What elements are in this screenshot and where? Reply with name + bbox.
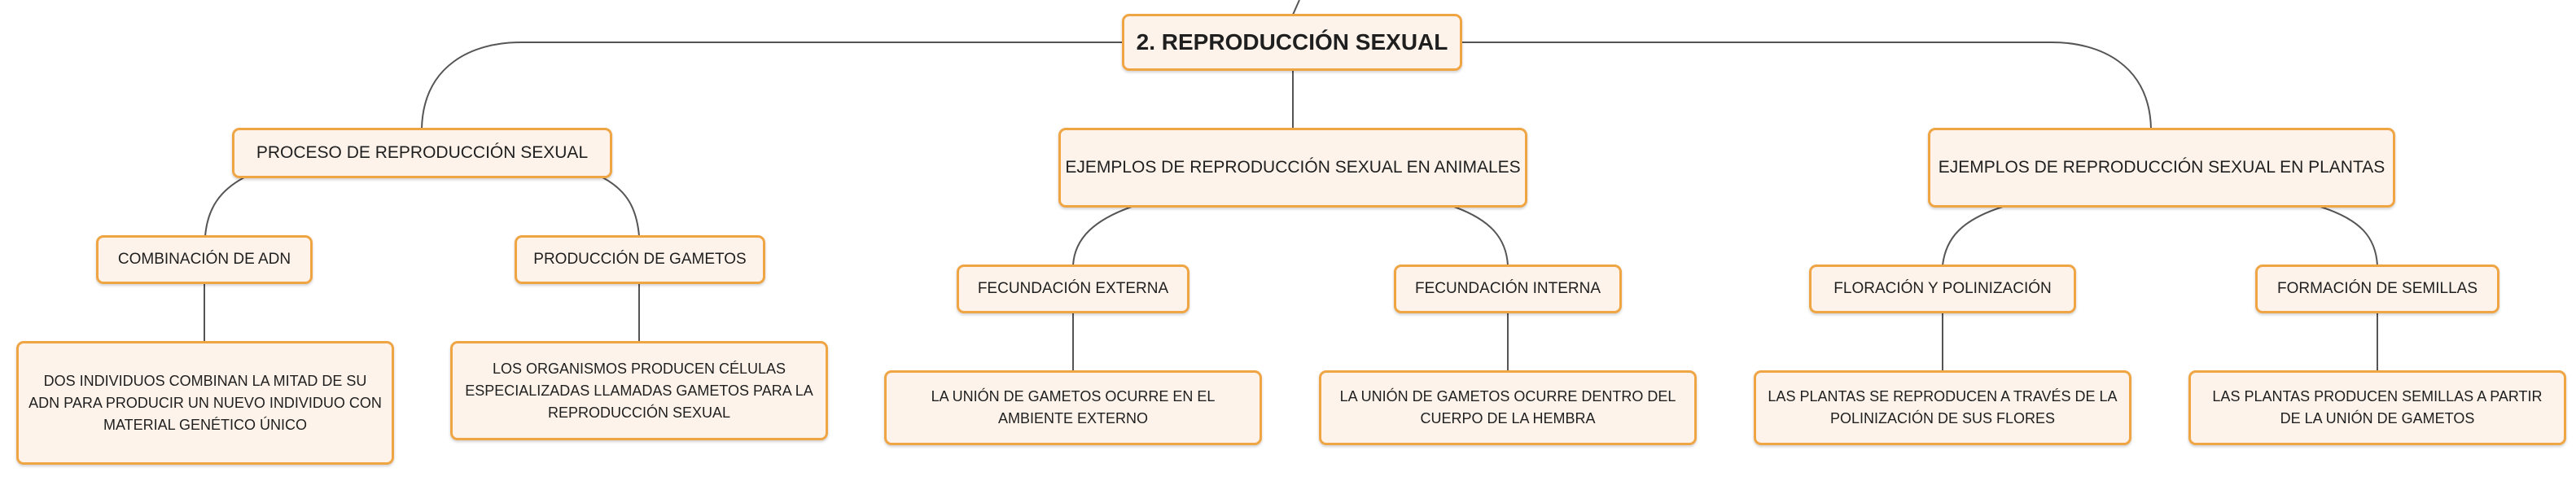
topic-node-formacion-semillas[interactable]: FORMACIÓN DE SEMILLAS [2255,265,2499,313]
topic-node-label: FECUNDACIÓN INTERNA [1414,280,1601,297]
connector-plantas-to-semillas [2320,206,2378,266]
detail-node-formacion-semillas[interactable]: LAS PLANTAS PRODUCEN SEMILLAS A PARTIR D… [2188,370,2566,445]
detail-node-text: DOS INDIVIDUOS COMBINAN LA MITAD DE SU A… [28,372,382,433]
connector-animales-to-externa [1072,206,1132,266]
connector-root-to-plantas [1457,42,2152,129]
connector-proceso-to-adn [204,177,245,237]
detail-node-text: LAS PLANTAS PRODUCEN SEMILLAS A PARTIR D… [2212,388,2543,426]
connector-root-to-proceso [421,42,1124,129]
root-node-label: 2. REPRODUCCIÓN SEXUAL [1136,29,1448,55]
topic-node-label: FECUNDACIÓN EXTERNA [977,280,1169,297]
branch-node-proceso[interactable]: PROCESO DE REPRODUCCIÓN SEXUAL [232,128,612,178]
root-node[interactable]: 2. REPRODUCCIÓN SEXUAL [1122,14,1462,71]
connector-root-incoming [1292,0,1300,15]
topic-node-combinacion-adn[interactable]: COMBINACIÓN DE ADN [96,235,313,284]
detail-node-text: LA UNIÓN DE GAMETOS OCURRE DENTRO DEL CU… [1339,388,1676,426]
branch-node-label: EJEMPLOS DE REPRODUCCIÓN SEXUAL EN ANIMA… [1065,158,1521,177]
topic-node-label: COMBINACIÓN DE ADN [117,251,291,268]
detail-node-produccion-gametos[interactable]: LOS ORGANISMOS PRODUCEN CÉLULAS ESPECIAL… [450,341,828,440]
topic-node-floracion-polinizacion[interactable]: FLORACIÓN Y POLINIZACIÓN [1809,265,2076,313]
topic-node-fecundacion-externa[interactable]: FECUNDACIÓN EXTERNA [957,265,1189,313]
branch-node-label: EJEMPLOS DE REPRODUCCIÓN SEXUAL EN PLANT… [1938,158,2385,177]
topic-node-produccion-gametos[interactable]: PRODUCCIÓN DE GAMETOS [515,235,765,284]
topic-node-fecundacion-interna[interactable]: FECUNDACIÓN INTERNA [1394,265,1622,313]
detail-node-text: LAS PLANTAS SE REPRODUCEN A TRAVÉS DE LA… [1768,388,2118,426]
detail-node-fecundacion-externa[interactable]: LA UNIÓN DE GAMETOS OCURRE EN EL AMBIENT… [884,370,1262,445]
connector-proceso-to-gametos [602,177,640,237]
branch-node-plantas[interactable]: EJEMPLOS DE REPRODUCCIÓN SEXUAL EN PLANT… [1928,128,2395,208]
topic-node-label: PRODUCCIÓN DE GAMETOS [533,251,747,268]
topic-node-label: FLORACIÓN Y POLINIZACIÓN [1833,280,2052,297]
detail-node-floracion-polinizacion[interactable]: LAS PLANTAS SE REPRODUCEN A TRAVÉS DE LA… [1754,370,2131,445]
topic-node-label: FORMACIÓN DE SEMILLAS [2277,280,2477,297]
detail-node-text: LOS ORGANISMOS PRODUCEN CÉLULAS ESPECIAL… [465,360,813,421]
connector-plantas-to-floracion [1942,206,2004,266]
detail-node-combinacion-adn[interactable]: DOS INDIVIDUOS COMBINAN LA MITAD DE SU A… [16,341,394,465]
detail-node-fecundacion-interna[interactable]: LA UNIÓN DE GAMETOS OCURRE DENTRO DEL CU… [1319,370,1697,445]
connector-animales-to-interna [1453,206,1509,266]
detail-node-text: LA UNIÓN DE GAMETOS OCURRE EN EL AMBIENT… [931,388,1216,426]
branch-node-animales[interactable]: EJEMPLOS DE REPRODUCCIÓN SEXUAL EN ANIMA… [1058,128,1527,208]
branch-node-label: PROCESO DE REPRODUCCIÓN SEXUAL [256,143,589,162]
